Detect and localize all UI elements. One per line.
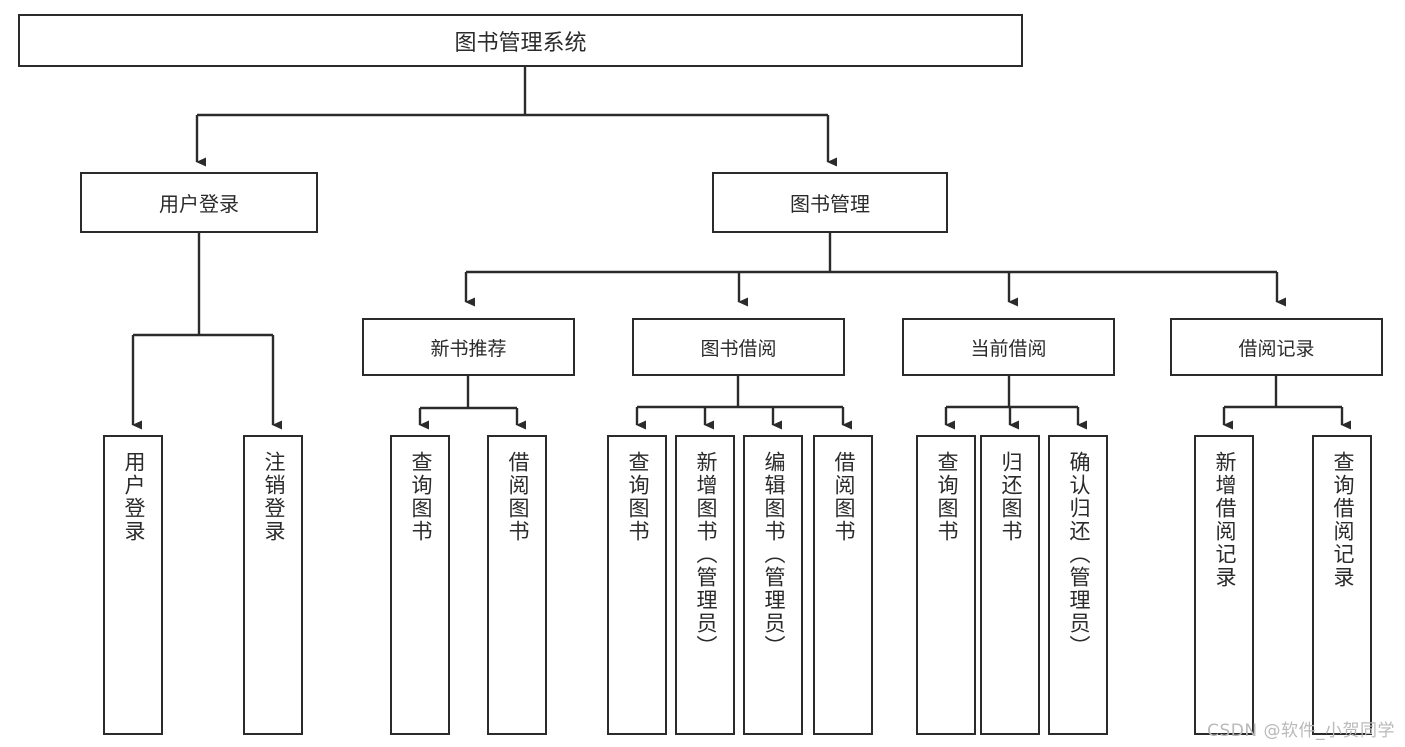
leaf-current-confirm-return-admin[interactable]: 确认归还（管理员）	[1048, 435, 1108, 735]
leaf-user-login-signin[interactable]: 用户登录	[103, 435, 163, 735]
leaf-label: 用户登录	[121, 451, 146, 543]
leaf-label: 归还图书	[998, 451, 1023, 543]
leaf-record-add-record[interactable]: 新增借阅记录	[1194, 435, 1254, 735]
watermark-text: CSDN @软件_小贺同学	[1207, 721, 1395, 741]
leaf-label: 查询图书	[408, 451, 433, 543]
leaf-label: 确认归还（管理员）	[1066, 451, 1091, 658]
leaf-recommend-borrow-book[interactable]: 借阅图书	[487, 435, 547, 735]
node-user-login[interactable]: 用户登录	[80, 172, 318, 233]
node-book-borrow[interactable]: 图书借阅	[632, 318, 845, 376]
leaf-label: 借阅图书	[831, 451, 856, 543]
node-label: 图书管理	[790, 192, 870, 216]
node-label: 用户登录	[159, 192, 239, 216]
node-label: 图书借阅	[700, 337, 777, 360]
node-label: 新书推荐	[430, 337, 507, 360]
leaf-label: 新增借阅记录	[1212, 451, 1237, 589]
node-label: 图书管理系统	[454, 30, 587, 56]
leaf-label: 查询图书	[625, 451, 650, 543]
leaf-borrow-query-book[interactable]: 查询图书	[607, 435, 667, 735]
leaf-record-query-record[interactable]: 查询借阅记录	[1312, 435, 1372, 735]
leaf-borrow-add-book-admin[interactable]: 新增图书（管理员）	[675, 435, 735, 735]
node-new-book-recommend[interactable]: 新书推荐	[362, 318, 575, 376]
leaf-current-return-book[interactable]: 归还图书	[980, 435, 1040, 735]
leaf-label: 查询借阅记录	[1330, 451, 1355, 589]
leaf-borrow-borrow-book[interactable]: 借阅图书	[813, 435, 873, 735]
leaf-recommend-query-book[interactable]: 查询图书	[390, 435, 450, 735]
node-label: 借阅记录	[1238, 337, 1315, 360]
leaf-label: 注销登录	[261, 451, 286, 543]
leaf-label: 新增图书（管理员）	[693, 451, 718, 658]
leaf-current-query-book[interactable]: 查询图书	[916, 435, 976, 735]
leaf-label: 编辑图书（管理员）	[761, 451, 786, 658]
node-root-system[interactable]: 图书管理系统	[18, 14, 1023, 67]
node-borrow-record[interactable]: 借阅记录	[1170, 318, 1383, 376]
leaf-label: 查询图书	[934, 451, 959, 543]
leaf-borrow-edit-book-admin[interactable]: 编辑图书（管理员）	[743, 435, 803, 735]
node-label: 当前借阅	[970, 337, 1047, 360]
leaf-user-login-signout[interactable]: 注销登录	[243, 435, 303, 735]
node-book-management[interactable]: 图书管理	[712, 172, 948, 233]
node-current-borrow[interactable]: 当前借阅	[902, 318, 1115, 376]
leaf-label: 借阅图书	[505, 451, 530, 543]
